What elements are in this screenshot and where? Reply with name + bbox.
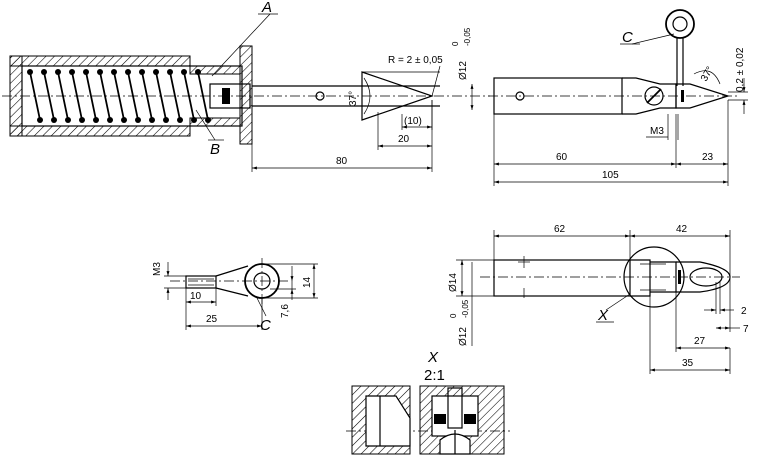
svg-text:2: 2 [741,306,747,317]
label-c-detail: C [255,295,271,334]
label-a: A [211,0,278,77]
spring-housing-assembly [2,45,490,145]
svg-text:60: 60 [556,152,568,163]
svg-text:(10): (10) [404,116,422,127]
label-b: B [195,109,224,158]
label-x-marker: X [596,293,631,324]
svg-text:-0,05: -0,05 [463,27,472,46]
svg-text:10: 10 [190,291,202,302]
eye-part-detail-c [170,258,290,312]
svg-text:C: C [622,29,633,46]
svg-text:Ø12: Ø12 [458,327,469,346]
diameter-bottom: Ø12 0 -0,05 [449,262,473,346]
radius-dimension: R = 2 ± 0,05 [388,55,443,97]
detail-x-section [346,385,510,455]
dim-7: 7 [716,277,749,335]
thread-m3-top: M3 [646,114,679,140]
spring-coils [27,69,211,123]
svg-text:2:1: 2:1 [424,367,445,384]
dim-80: 80 [251,100,433,172]
svg-text:R = 2 ± 0,05: R = 2 ± 0,05 [388,55,443,66]
svg-text:37°: 37° [348,91,359,106]
svg-text:X: X [597,307,609,324]
svg-text:7,6: 7,6 [280,304,291,318]
dim-20: 20 [377,112,432,150]
label-c-top: C [620,29,675,46]
pin-assembly-top-right [488,9,740,115]
svg-text:M3: M3 [650,126,664,137]
dim-14-side: 14 [262,263,318,299]
svg-text:35: 35 [682,358,694,369]
dim-62: 62 [493,224,631,260]
svg-text:C: C [260,317,271,334]
svg-text:M3: M3 [152,262,163,276]
diameter-dimension-top: Ø12 0 -0,05 [451,27,474,110]
dim-7-6: 7,6 [270,266,296,318]
svg-text:0: 0 [451,41,460,46]
svg-text:Ø12: Ø12 [458,61,469,80]
angle-left-dimension: 37° [348,77,371,115]
dim-27: 27 [675,292,730,352]
svg-text:80: 80 [336,156,348,167]
svg-text:0,2 ± 0,02: 0,2 ± 0,02 [735,47,746,92]
dim-2: 2 [704,282,747,317]
angle-right-dimension: 37° [693,65,721,85]
svg-text:B: B [210,141,220,158]
tip-tolerance-dimension: 0,2 ± 0,02 [728,47,748,114]
svg-text:14: 14 [302,276,313,288]
dim-25: 25 [186,298,263,330]
detail-x-title: X 2:1 [424,349,445,384]
diameter-14: Ø14 [448,259,494,297]
svg-text:A: A [261,0,272,16]
dim-23: 23 [676,100,729,186]
svg-text:42: 42 [676,224,688,235]
pin-body-detail [480,246,740,308]
svg-text:62: 62 [554,224,566,235]
svg-text:7: 7 [743,324,749,335]
svg-text:-0,05: -0,05 [461,299,470,318]
svg-text:0: 0 [449,313,458,318]
dim-60: 60 [493,114,677,186]
svg-text:37°: 37° [699,65,716,84]
svg-text:23: 23 [702,152,714,163]
svg-text:25: 25 [206,314,218,325]
svg-text:20: 20 [398,134,410,145]
svg-text:27: 27 [694,336,706,347]
dim-35: 35 [649,296,731,374]
svg-text:X: X [427,349,439,366]
dim-10: 10 [185,288,217,330]
dim-42: 42 [630,224,731,277]
thread-m3-left: M3 [152,262,186,300]
svg-text:105: 105 [602,170,619,181]
dim-105: 105 [494,170,728,184]
svg-text:Ø14: Ø14 [448,273,459,292]
